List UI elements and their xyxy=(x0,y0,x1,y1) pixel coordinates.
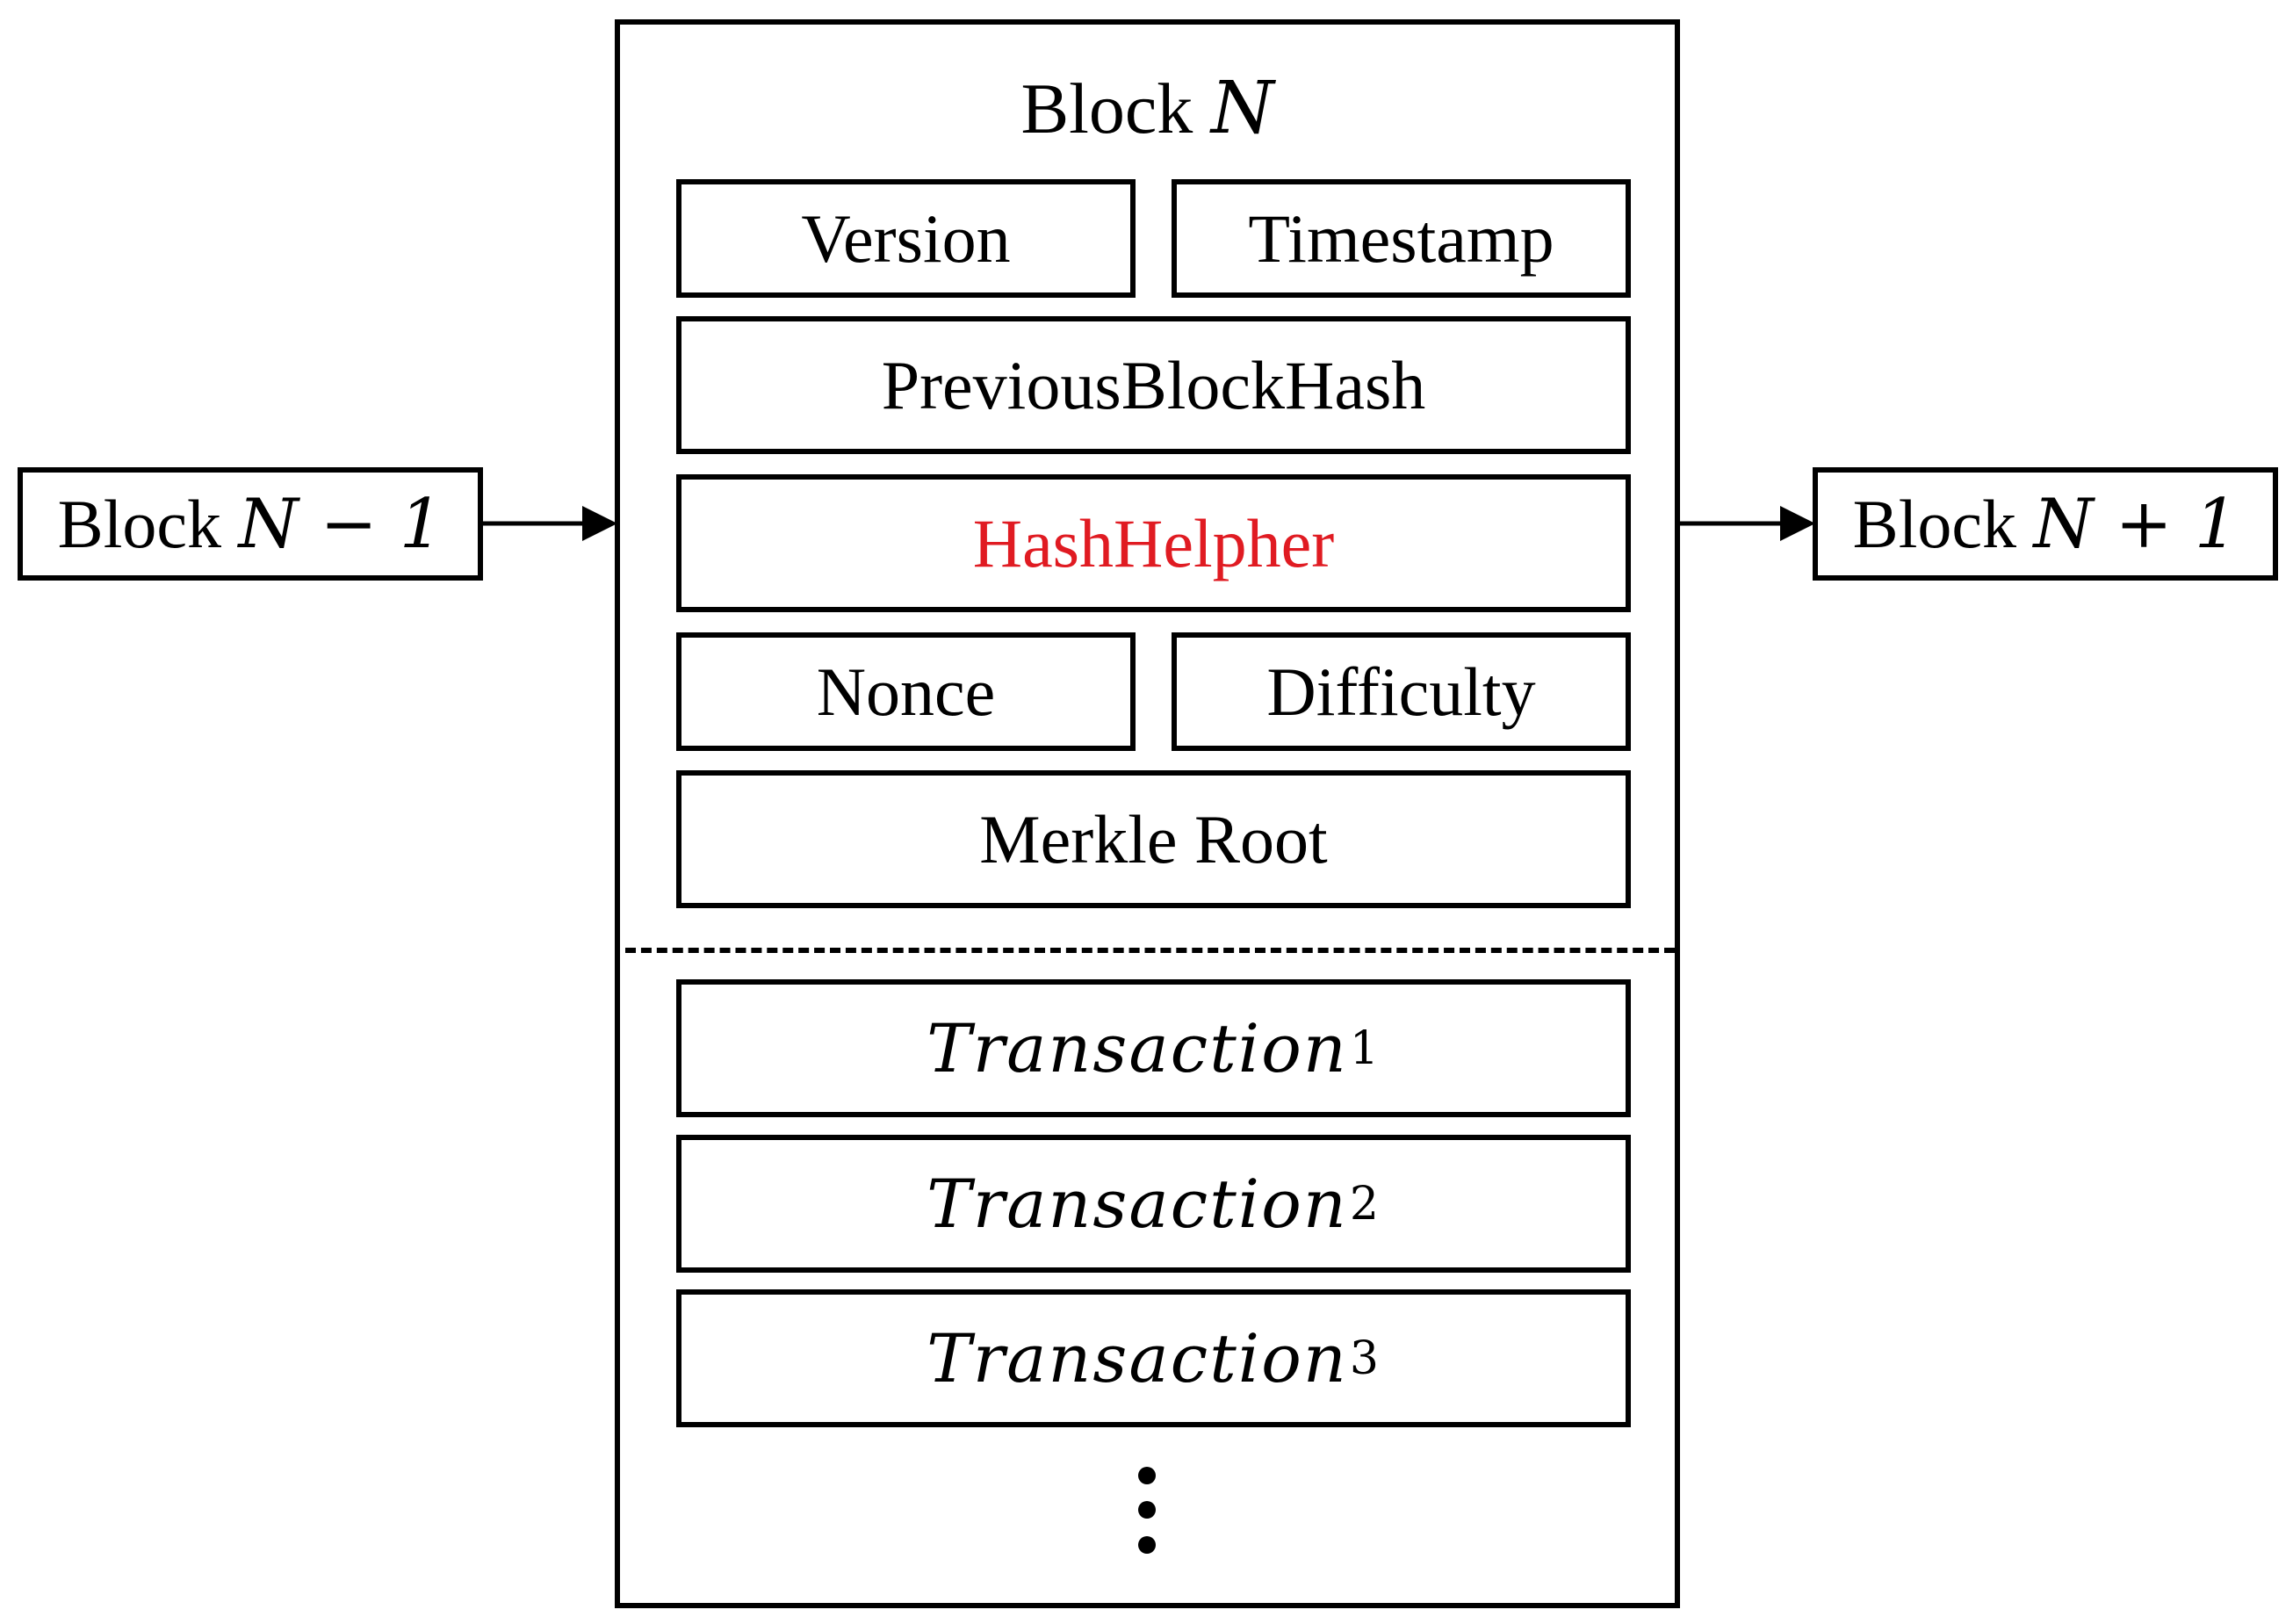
block-n-word: Block xyxy=(1020,69,1193,148)
ellipsis-dot-3 xyxy=(1138,1536,1156,1554)
block-n-plus-1: Block N + 1 xyxy=(1813,467,2278,581)
transaction-3-name: Transaction xyxy=(927,1319,1348,1397)
header-body-divider xyxy=(625,948,1675,953)
block-n-minus-1-word: Block xyxy=(57,485,221,562)
timestamp-field: Timestamp xyxy=(1172,179,1631,298)
hash-helper-field: HashHelpher xyxy=(676,474,1631,612)
block-n-plus-1-math: N + 1 xyxy=(2033,484,2239,564)
transaction-3-index: 3 xyxy=(1349,1332,1381,1385)
previous-block-hash-field: PreviousBlockHash xyxy=(676,316,1631,454)
merkle-root-field: Merkle Root xyxy=(676,770,1631,908)
difficulty-label: Difficulty xyxy=(1266,653,1536,730)
block-n-math: N xyxy=(1210,67,1274,150)
ellipsis-dot-2 xyxy=(1138,1501,1156,1519)
block-n-title: Block N xyxy=(620,73,1675,145)
nonce-label: Nonce xyxy=(816,653,996,730)
block-n-container: Block N xyxy=(615,19,1680,1608)
previous-block-hash-label: PreviousBlockHash xyxy=(881,346,1426,423)
transaction-1-index: 1 xyxy=(1349,1021,1381,1075)
timestamp-label: Timestamp xyxy=(1248,199,1554,277)
version-field: Version xyxy=(676,179,1136,298)
transaction-2-name: Transaction xyxy=(927,1165,1348,1243)
block-n-minus-1-math: N − 1 xyxy=(238,484,443,564)
merkle-root-label: Merkle Root xyxy=(979,800,1328,877)
block-n-plus-1-word: Block xyxy=(1852,485,2016,562)
hash-helper-label: HashHelpher xyxy=(972,504,1335,581)
difficulty-field: Difficulty xyxy=(1172,632,1631,751)
transaction-2-index: 2 xyxy=(1349,1177,1381,1231)
nonce-field: Nonce xyxy=(676,632,1136,751)
block-n-minus-1: Block N − 1 xyxy=(18,467,483,581)
version-label: Version xyxy=(801,199,1011,277)
ellipsis-dot-1 xyxy=(1138,1467,1156,1484)
transaction-1-name: Transaction xyxy=(927,1009,1348,1087)
